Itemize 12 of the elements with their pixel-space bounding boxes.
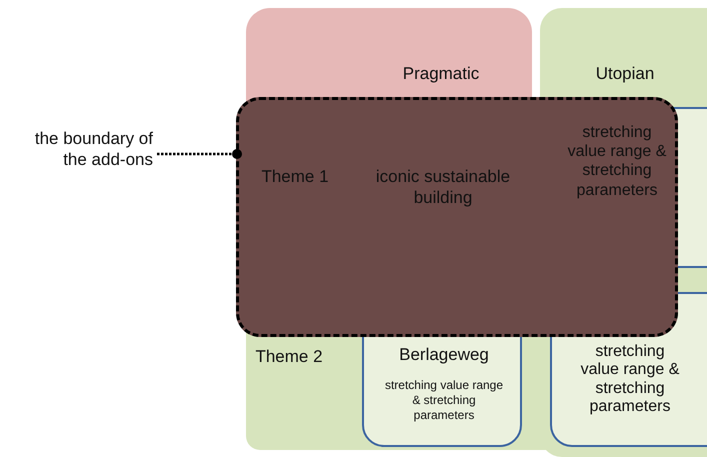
callout-text: the boundary of the add-ons [34, 128, 153, 170]
cell-text: iconic sustainable building [375, 166, 511, 208]
cell-text: stretching value range & stretching parameters [566, 123, 668, 200]
boundary-overlay [236, 97, 678, 337]
row-heading: Theme 1 [260, 166, 330, 188]
cell-heading: Berlageweg [398, 344, 490, 366]
column-heading: Utopian [594, 63, 656, 84]
column-heading: Pragmatic [402, 63, 480, 84]
row-heading: Theme 2 [254, 346, 324, 368]
cell-text: stretching value range & stretching parameters [384, 378, 504, 423]
leader-line [157, 149, 242, 159]
cell-text: stretching value range & stretching parameters [580, 343, 680, 417]
